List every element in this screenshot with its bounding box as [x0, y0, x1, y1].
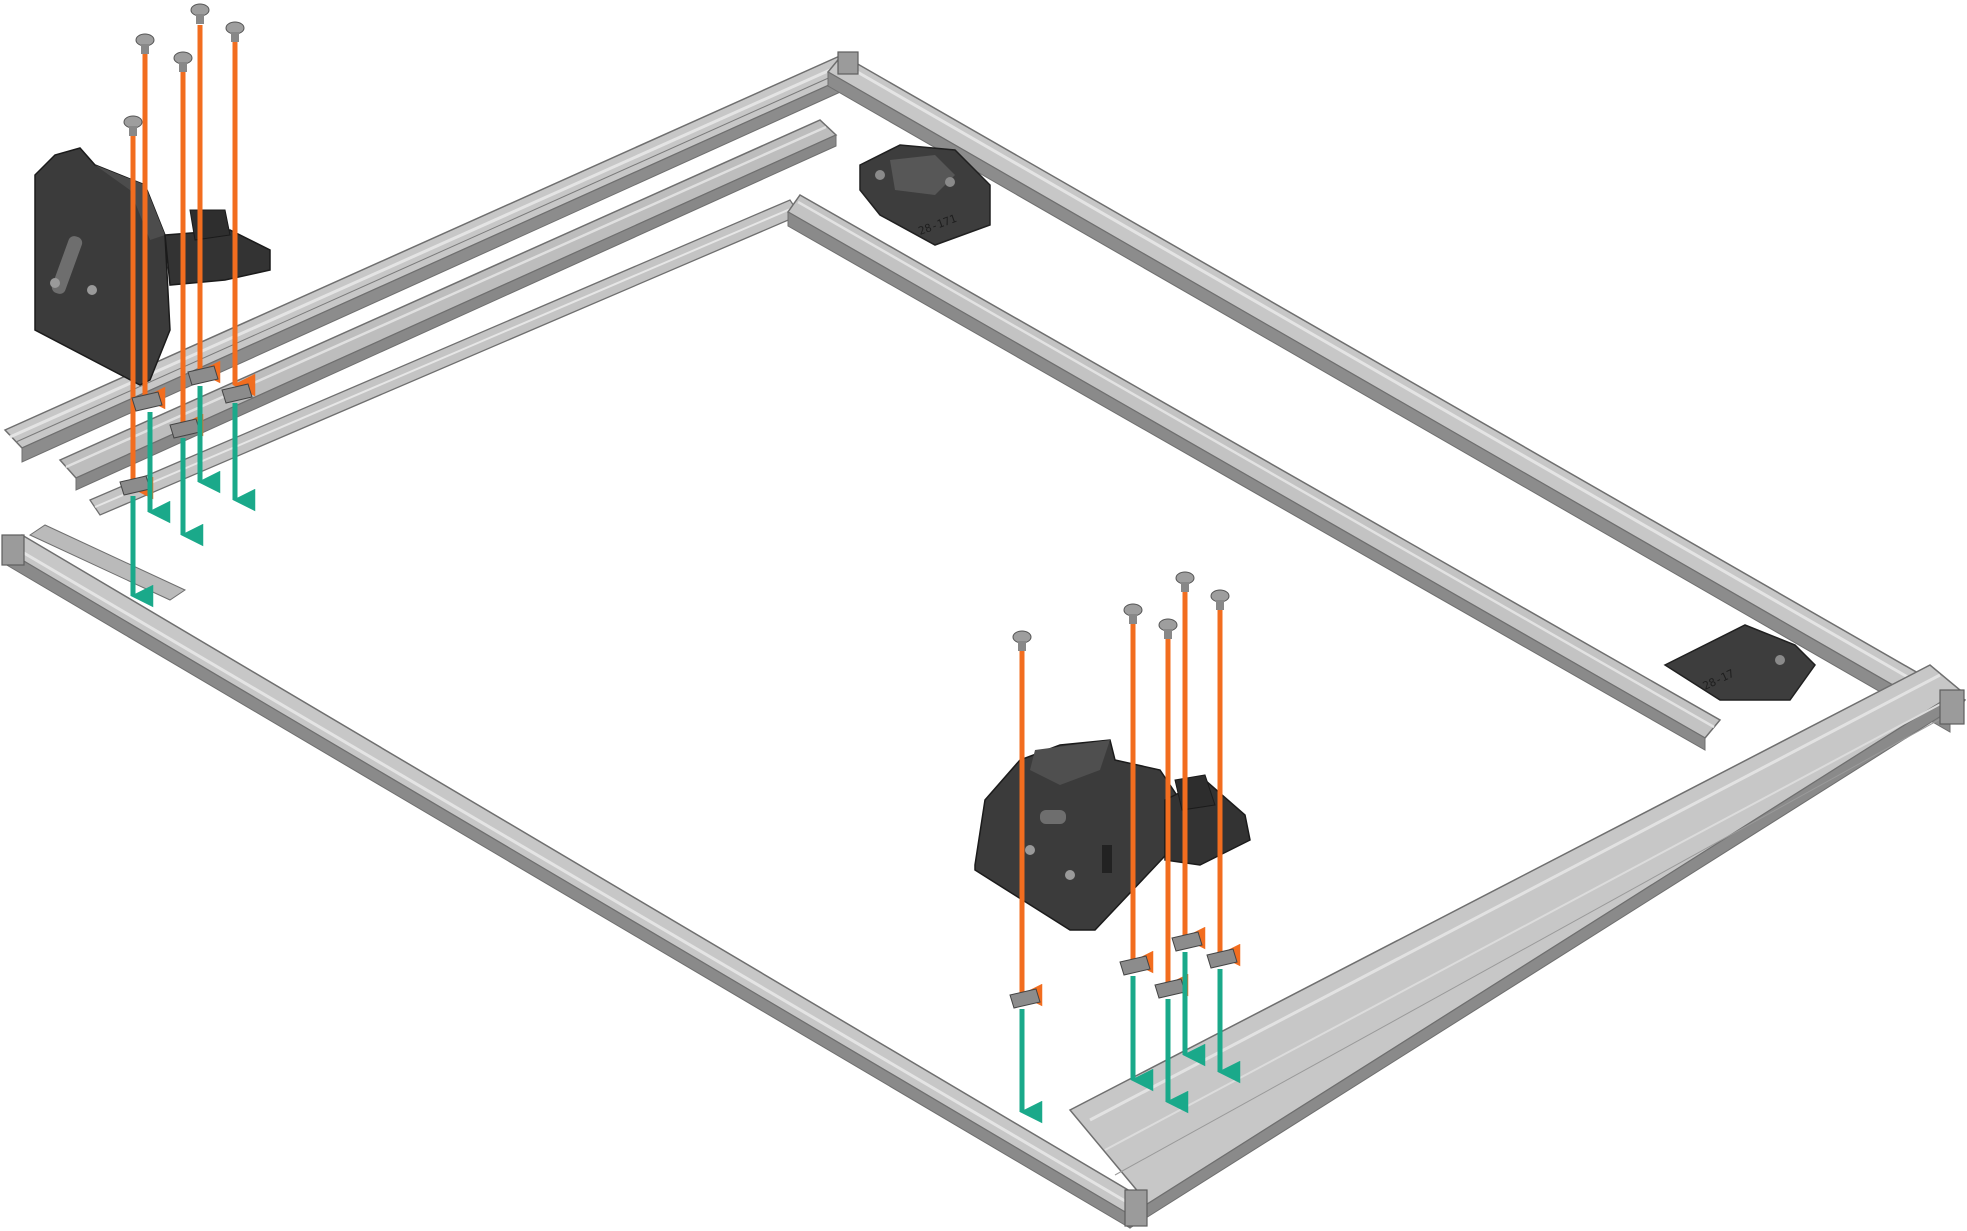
- tnut-icon: [1009, 988, 1041, 1009]
- tnut-icon: [1206, 948, 1238, 969]
- front-right-rail: [1068, 664, 1962, 1229]
- front-left-rail: [3, 524, 1147, 1229]
- left-bolts: [123, 3, 245, 136]
- bolt-icon: [1210, 589, 1230, 610]
- rail-end-caps: [1, 51, 1965, 1227]
- right-corner-bracket: 28-17: [1663, 624, 1816, 701]
- left-mount-block: [34, 147, 271, 386]
- tnut-icon: [1171, 931, 1203, 952]
- bolt-icon: [1175, 571, 1195, 592]
- bolt-icon: [123, 115, 143, 136]
- tnut-icon: [221, 383, 253, 404]
- right-tnuts: [1009, 931, 1238, 1009]
- inner-rail: [786, 194, 1722, 751]
- tnut-icon: [131, 391, 163, 412]
- bolt-icon: [1123, 603, 1143, 624]
- back-left-rail: [3, 54, 860, 463]
- bolt-icon: [1158, 618, 1178, 639]
- bolt-icon: [190, 3, 210, 24]
- right-bolt-arrows: [1019, 590, 1241, 1007]
- right-nut-arrows: [1019, 952, 1241, 1124]
- left-mount: [34, 3, 271, 608]
- right-mount: [974, 571, 1251, 1124]
- bolt-icon: [225, 21, 245, 42]
- inner-left-rail: [58, 119, 838, 516]
- bolt-icon: [135, 33, 155, 54]
- left-bolt-arrows: [130, 25, 256, 500]
- bolt-icon: [173, 51, 193, 72]
- tnut-icon: [1154, 978, 1186, 999]
- back-right-rail: [826, 54, 1967, 733]
- left-tnuts: [119, 365, 253, 496]
- bolt-icon: [1012, 630, 1032, 651]
- right-mount-block: [974, 739, 1251, 931]
- right-bolts: [1012, 571, 1230, 651]
- tnut-icon: [187, 365, 219, 386]
- back-corner-bracket: 28-171: [859, 144, 991, 246]
- extrusion-frame: [1, 51, 1967, 1229]
- left-nut-arrows: [130, 386, 256, 608]
- tnut-icon: [1119, 955, 1151, 976]
